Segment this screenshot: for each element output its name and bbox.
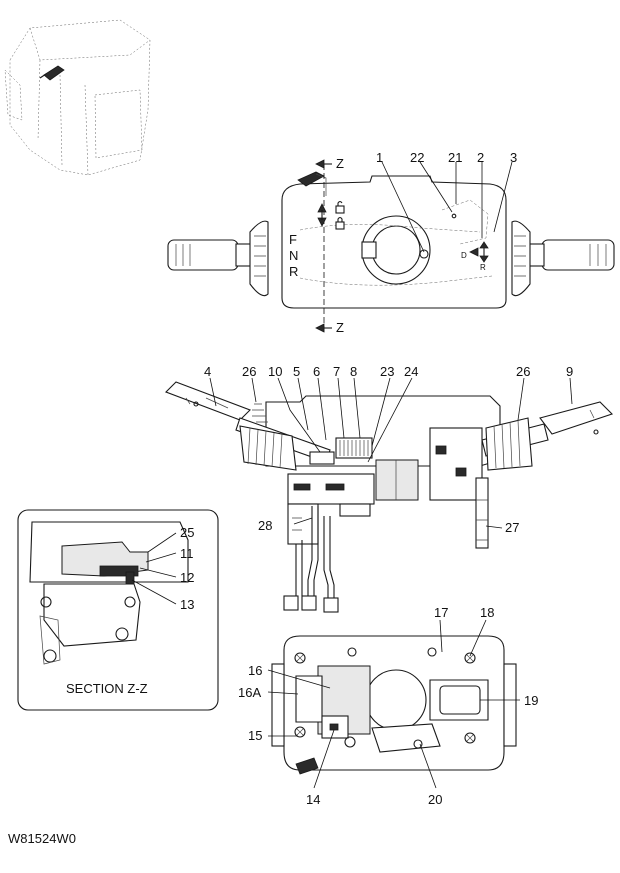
- callout-17: 17: [434, 605, 448, 620]
- marking-r: R: [289, 264, 298, 279]
- bottom-tab: [295, 757, 319, 775]
- callout-13: 13: [180, 597, 194, 612]
- callout-26-right: 26: [516, 364, 530, 379]
- callout-15: 15: [248, 728, 262, 743]
- callout-5: 5: [293, 364, 300, 379]
- callout-21: 21: [448, 150, 462, 165]
- callout-1: 1: [376, 150, 383, 165]
- cab-location-thumbnail: [4, 19, 151, 176]
- unlock-icon: [335, 216, 345, 230]
- callout-16a: 16A: [238, 685, 261, 700]
- section-mark-bottom: Z: [336, 320, 344, 335]
- callout-22: 22: [410, 150, 424, 165]
- callout-10: 10: [268, 364, 282, 379]
- leader-lines: [131, 161, 573, 789]
- section-z-z-inset: SECTION Z-Z: [17, 509, 219, 711]
- wire-harness: [283, 506, 339, 613]
- marking-n: N: [289, 248, 298, 263]
- callout-2: 2: [477, 150, 484, 165]
- callout-18: 18: [480, 605, 494, 620]
- up-down-arrow-icon: [317, 203, 327, 227]
- location-marker-icon: [39, 65, 65, 81]
- cancel-cam-screw: [419, 249, 429, 259]
- callout-3: 3: [510, 150, 517, 165]
- callout-24: 24: [404, 364, 418, 379]
- callout-25: 25: [180, 525, 194, 540]
- right-contact-block: [429, 427, 483, 501]
- callout-4: 4: [204, 364, 211, 379]
- bottom-shaft-opening: [365, 669, 427, 731]
- callout-7: 7: [333, 364, 340, 379]
- callout-labels: 1 22 21 2 3 4 26 10 5 6 7 8 23 24 26 9 2…: [180, 150, 573, 807]
- right-boot-bellows: [511, 220, 531, 297]
- section-arrow-top: Z: [315, 156, 344, 171]
- marking-f: F: [289, 232, 297, 247]
- callout-28: 28: [258, 518, 272, 533]
- callout-19: 19: [524, 693, 538, 708]
- switch-side-view: [165, 381, 614, 613]
- section-title: SECTION Z-Z: [66, 681, 148, 696]
- spring-assembly: [335, 437, 373, 459]
- callout-20: 20: [428, 792, 442, 807]
- marking-rr: R: [480, 263, 486, 272]
- callout-14: 14: [306, 792, 320, 807]
- steering-shaft-opening: [361, 215, 431, 285]
- marking-d: D: [461, 251, 467, 260]
- switch-bottom-view: [271, 635, 517, 775]
- screw-icons: [294, 647, 476, 749]
- callout-12: 12: [180, 570, 194, 585]
- figure-code: W81524W0: [8, 831, 76, 846]
- callout-26-left: 26: [242, 364, 256, 379]
- left-lever-knob: [167, 239, 253, 271]
- left-boot-bellows: [249, 220, 269, 297]
- left-bellows-side: [239, 403, 297, 471]
- center-hub: [375, 459, 419, 501]
- callout-27: 27: [505, 520, 519, 535]
- direction-arrows-icon: [469, 241, 489, 263]
- callout-16: 16: [248, 663, 262, 678]
- callout-11: 11: [180, 546, 194, 561]
- right-lever-knob: [527, 239, 615, 271]
- section-mark-top: Z: [336, 156, 344, 171]
- section-arrow-bottom: Z: [315, 320, 344, 335]
- callout-8: 8: [350, 364, 357, 379]
- callout-6: 6: [313, 364, 320, 379]
- switch-front-view: Z Z F N R D R: [167, 156, 615, 335]
- lock-icon: [335, 200, 345, 214]
- callout-23: 23: [380, 364, 394, 379]
- contact-module-20: [371, 723, 441, 753]
- right-bellows-side: [485, 417, 533, 471]
- callout-9: 9: [566, 364, 573, 379]
